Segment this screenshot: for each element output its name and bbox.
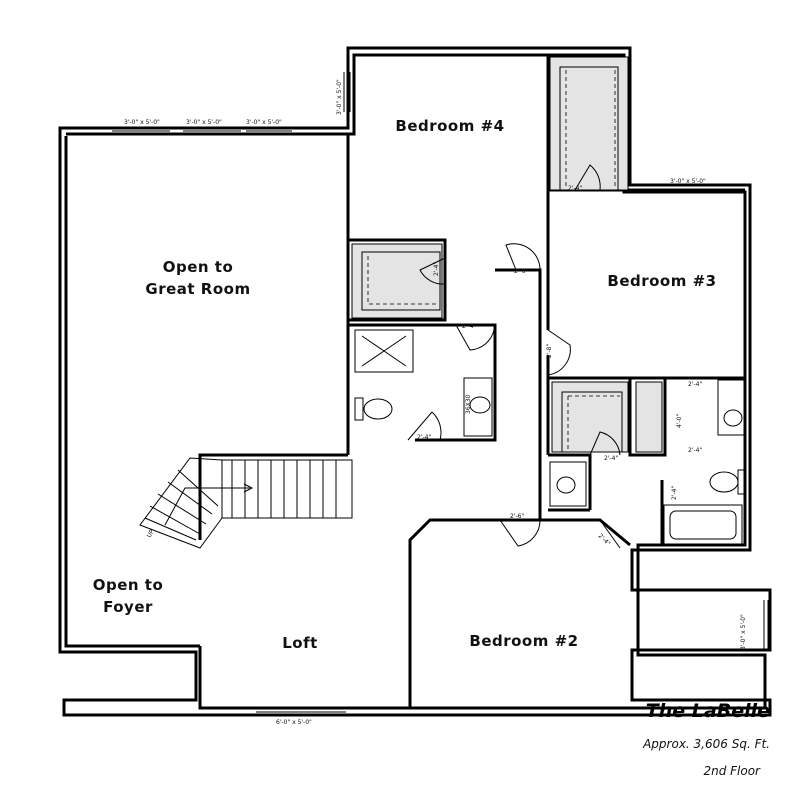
closet-bed4-inner <box>559 66 619 191</box>
sink-bath3a <box>717 379 745 436</box>
bathtub <box>663 504 743 546</box>
dim-window-top-1: 3'-0" x 5'-0" <box>124 119 160 126</box>
closet-linen-shaded <box>635 381 663 453</box>
plan-floor: 2nd Floor <box>703 764 760 778</box>
plan-title: The LaBelle <box>645 700 770 722</box>
room-label-loft: Loft <box>282 634 318 652</box>
dim-window-top-3: 3'-0" x 5'-0" <box>246 119 282 126</box>
sink-bath3b <box>549 461 587 507</box>
dim-door-bed4-bath: 2'-4" <box>462 323 476 330</box>
dim-window-loft: 6'-0" x 5'-0" <box>276 719 312 726</box>
sink-bath4 <box>463 377 493 437</box>
dim-vanity: 36X30 <box>465 394 472 414</box>
stairs-up-label: UP <box>146 528 156 539</box>
dim-window-bed4: 3'-0" x 5'-0" <box>336 79 343 115</box>
dim-window-bed3: 3'-0" x 5'-0" <box>670 178 706 185</box>
closet-bed4-shaded <box>549 56 629 191</box>
dim-door-bath3: 2'-4" <box>671 486 678 500</box>
toilet-bath4 <box>354 397 393 421</box>
closet-bath4-inner <box>361 251 441 311</box>
room-label-bedroom4: Bedroom #4 <box>395 117 504 135</box>
closet-bath4-shelf <box>367 256 438 305</box>
dim-door-closet3: 4'-0" <box>676 414 683 428</box>
dim-door-bed3-closet: 2'-4" <box>568 185 582 192</box>
room-label-open-foyer-2: Foyer <box>103 598 153 616</box>
room-label-bedroom2: Bedroom #2 <box>469 632 578 650</box>
closet-bed3-inner <box>561 391 623 453</box>
closet-bath4-shaded <box>351 243 443 319</box>
dim-door-bed2: 2'-6" <box>510 513 524 520</box>
room-label-open-foyer-1: Open to <box>93 576 164 594</box>
dim-door-bath-a: 2'-4" <box>688 381 702 388</box>
shower <box>354 329 414 373</box>
dim-door-hall: 2'-6" <box>514 268 528 275</box>
closet-bed4-shelf <box>565 70 616 186</box>
dim-door-bed3-bath: 2'-4" <box>604 455 618 462</box>
dim-door-bed2-closet: 2'-4" <box>597 532 612 547</box>
room-label-bedroom3: Bedroom #3 <box>607 272 716 290</box>
dim-door-closet4: 2'-4" <box>433 262 440 276</box>
room-label-open-great-room-2: Great Room <box>145 280 250 298</box>
dim-window-bed2: 3'-0" x 5'-0" <box>740 614 747 650</box>
plan-square-footage: Approx. 3,606 Sq. Ft. <box>643 737 770 751</box>
closet-bed3-shelf <box>567 395 620 450</box>
door-swings <box>407 164 621 549</box>
dim-door-bed3: 2'-8" <box>546 344 553 358</box>
room-label-open-great-room-1: Open to <box>163 258 234 276</box>
dim-door-bath4: 2'-4" <box>417 434 431 441</box>
exterior-walls <box>58 46 772 717</box>
dim-door-bath-b: 2'-4" <box>688 447 702 454</box>
dim-window-top-2: 3'-0" x 5'-0" <box>186 119 222 126</box>
toilet-bath3 <box>709 469 747 495</box>
windows <box>112 72 769 717</box>
staircase <box>139 457 353 549</box>
interior-walls <box>198 55 745 708</box>
